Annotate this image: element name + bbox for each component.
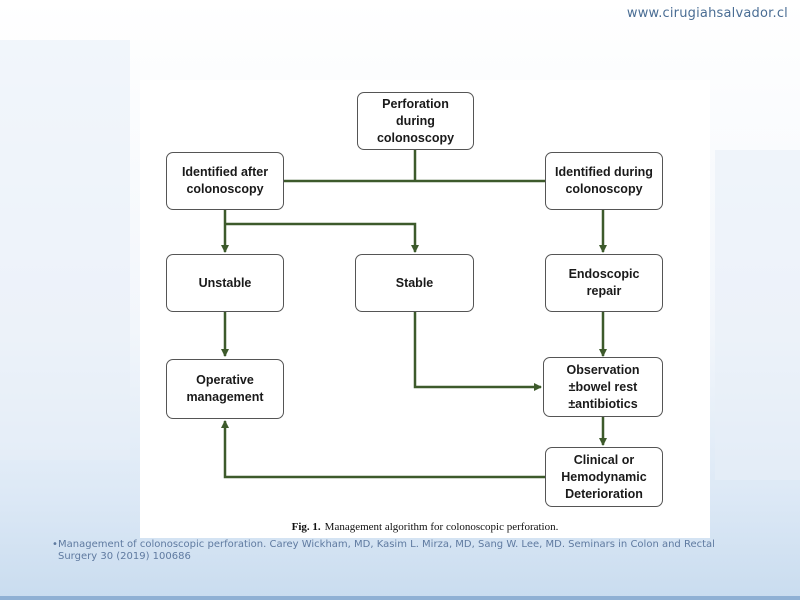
arrow-to-stable (225, 222, 419, 253)
flowchart-figure: Perforation during colonoscopy Identifie… (140, 80, 710, 538)
node-operative-management: Operative management (166, 359, 284, 419)
node-deterioration: Clinical or Hemodynamic Deterioration (545, 447, 663, 507)
node-unstable: Unstable (166, 254, 284, 312)
footer-divider (0, 596, 800, 600)
figure-caption-text: Management algorithm for colonoscopic pe… (324, 521, 559, 533)
arrow-deterioration-to-operative (221, 420, 545, 479)
figure-caption: Fig. 1.Management algorithm for colonosc… (140, 521, 710, 533)
flowchart-connectors (221, 150, 607, 479)
figure-caption-label: Fig. 1. (291, 521, 321, 533)
node-identified-after: Identified after colonoscopy (166, 152, 284, 210)
reference-citation: Management of colonoscopic perforation. … (58, 539, 715, 562)
background-building-left (0, 40, 130, 460)
reference-bullet: • (52, 539, 58, 550)
node-observation: Observation ±bowel rest ±antibiotics (543, 357, 663, 417)
node-stable: Stable (355, 254, 474, 312)
background-building-right (715, 150, 800, 480)
node-perforation: Perforation during colonoscopy (357, 92, 474, 150)
site-url: www.cirugiahsalvador.cl (626, 6, 788, 21)
node-identified-during: Identified during colonoscopy (545, 152, 663, 210)
arrow-stable-to-observation (413, 312, 542, 391)
node-endoscopic-repair: Endoscopic repair (545, 254, 663, 312)
